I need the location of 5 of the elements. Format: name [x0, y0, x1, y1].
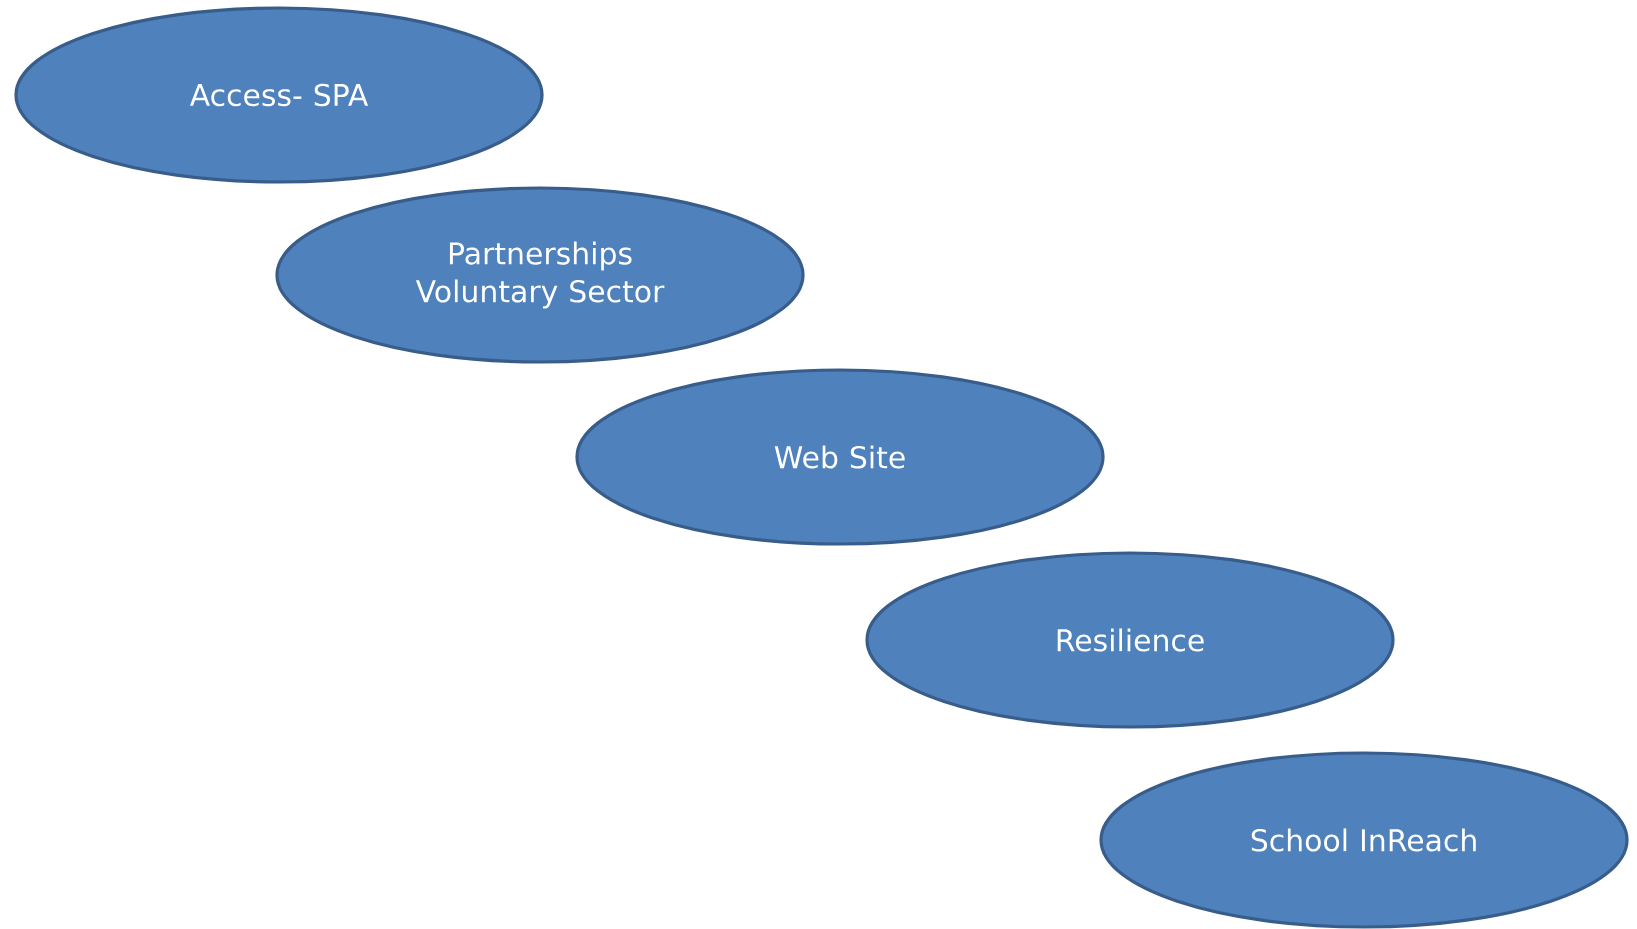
- ellipse-node: Access- SPA: [14, 6, 544, 184]
- ellipse-node: Partnerships Voluntary Sector: [275, 186, 805, 364]
- ellipse-node: School InReach: [1099, 751, 1629, 929]
- ellipse-node: Web Site: [575, 368, 1105, 546]
- ellipse-node: Resilience: [865, 551, 1395, 729]
